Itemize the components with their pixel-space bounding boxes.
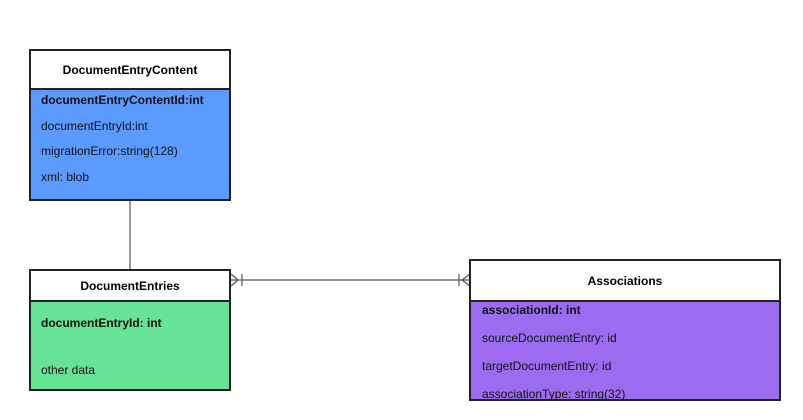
primary-key-attribute: documentEntryId: int (41, 316, 162, 330)
primary-key-attribute: associationId: int (482, 303, 581, 317)
entity-title: Associations (471, 261, 779, 302)
attribute: xml: blob (41, 170, 90, 184)
entity-document-entry-content[interactable]: DocumentEntryContent documentEntryConten… (29, 49, 231, 201)
entity-associations[interactable]: Associations associationId: int sourceDo… (469, 259, 781, 401)
attribute: targetDocumentEntry: id (482, 359, 612, 373)
entity-body: documentEntryId: int other data (31, 302, 229, 389)
one-marker-document-entries (230, 273, 243, 287)
many-marker-associations (458, 273, 471, 287)
attribute: documentEntryId:int (41, 119, 148, 133)
entity-body: documentEntryContentId:int documentEntry… (31, 90, 229, 199)
attribute: migrationError:string(128) (41, 144, 178, 158)
entity-document-entries[interactable]: DocumentEntries documentEntryId: int oth… (29, 269, 231, 391)
primary-key-attribute: documentEntryContentId:int (41, 93, 204, 107)
entity-title: DocumentEntries (31, 271, 229, 302)
entity-body: associationId: int sourceDocumentEntry: … (471, 302, 779, 401)
attribute: other data (41, 363, 96, 377)
entity-title: DocumentEntryContent (31, 51, 229, 90)
attribute: associationType: string(32) (482, 387, 626, 401)
attribute: sourceDocumentEntry: id (482, 331, 617, 345)
